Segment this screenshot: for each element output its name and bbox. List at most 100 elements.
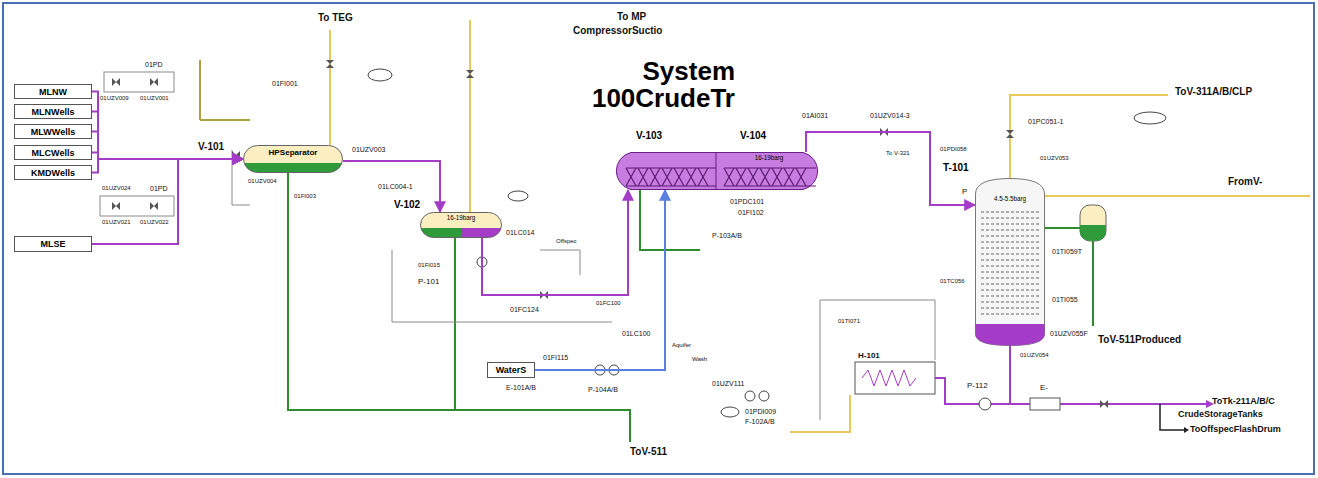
control-line	[104, 72, 174, 92]
vessel-outline	[612, 152, 716, 190]
instrument-tag: 01LC014	[506, 229, 534, 237]
crude-line	[935, 378, 960, 404]
valve-symbol	[150, 202, 158, 210]
stream-destination-label: CrudeStorageTanks	[1178, 410, 1263, 420]
instrument-tag: 01TC056	[940, 278, 965, 285]
pump-symbol	[759, 391, 769, 401]
produced-water-drum	[1080, 205, 1106, 241]
instrument-tag: 01PDI058	[940, 146, 967, 153]
valve-symbol	[1006, 130, 1014, 138]
instrument-tag: Offspec	[556, 238, 577, 245]
stream-destination-label: To MP	[617, 11, 646, 22]
instrument-tag: 01UZV055F	[1050, 330, 1088, 338]
control-line	[820, 300, 935, 360]
instrument-tag: 01UZV009	[100, 95, 129, 102]
valve-symbol	[326, 60, 334, 68]
instrument-tag: 01PD	[150, 185, 168, 193]
vessel-tag: T-101	[943, 162, 969, 173]
source-box: MLCWells	[14, 145, 92, 160]
stream-destination-label: ToV-511Produced	[1098, 334, 1181, 345]
valve-symbol	[1100, 400, 1108, 408]
instrument-tag: 01PDI009	[745, 408, 776, 416]
diagram-title: System 100CrudeTr	[545, 58, 735, 112]
process-connector	[482, 190, 628, 295]
vessel-outline	[975, 178, 1045, 346]
instrument-tag: 01FI015	[418, 262, 440, 269]
instrument-tag: 01PC051-1	[1028, 118, 1063, 126]
exchanger-symbol	[1030, 398, 1060, 410]
instrument-tag: 01FC100	[596, 300, 621, 307]
control-line	[100, 72, 935, 420]
gas-line	[200, 60, 250, 120]
instrument-tag: 01TI071	[838, 318, 860, 325]
instrument-tag: 01UZV014-3	[870, 112, 910, 120]
pump-symbol	[979, 398, 991, 410]
stream-destination-label: V-101	[198, 141, 224, 152]
process-vessel: V-103	[612, 152, 716, 190]
instrument-tag: P-103A/B	[712, 232, 742, 240]
instrument-tag: 01UZV054	[1020, 352, 1049, 359]
instrument-tag: 01UZV022	[140, 219, 169, 226]
gas-line	[329, 30, 331, 145]
gas-line	[200, 20, 1310, 432]
exchanger-symbol	[1030, 398, 1060, 410]
source-box: MLSE	[14, 236, 92, 252]
process-connector	[92, 159, 243, 244]
water-line	[640, 190, 700, 250]
instrument-tag: Wash	[692, 356, 707, 363]
stream-destination-label: FromV-	[1228, 176, 1262, 187]
source-name: KMDWells	[31, 168, 75, 178]
control-line	[392, 250, 612, 322]
instrument-bubble	[368, 69, 392, 81]
control-line	[100, 196, 174, 216]
instrument-bubble	[508, 191, 528, 201]
process-vessel: V-10416-19barg	[716, 152, 822, 190]
instrument-tag: 01FI115	[543, 354, 568, 362]
heater-symbol	[855, 362, 935, 394]
instrument-tag: 01TI055	[1052, 296, 1078, 304]
instrument-tag: E-101A/B	[506, 384, 536, 392]
instrument-tag: E-	[1040, 384, 1048, 393]
source-box: MLNW	[14, 84, 92, 99]
source-name: MLNWells	[32, 107, 75, 117]
instrument-tag: 01FI003	[294, 193, 316, 200]
stream-destination-label: H-101	[858, 352, 880, 361]
instrument-tag: P	[962, 188, 967, 197]
instrument-tag: To V-321	[886, 150, 910, 157]
water-line	[454, 238, 456, 410]
process-connector	[343, 161, 440, 212]
source-name: MLWWells	[31, 127, 75, 137]
gas-line	[1010, 95, 1168, 178]
vessel-tag: V-104	[740, 130, 766, 141]
valve-symbol	[112, 78, 120, 86]
valve-symbol	[232, 151, 240, 159]
water-connector	[535, 190, 665, 370]
valve-symbol	[112, 202, 120, 210]
vessel-text: 16-19barg	[420, 212, 502, 222]
instrument-tag: F-102A/B	[745, 418, 775, 426]
process-connector	[92, 132, 243, 160]
crude-line	[1009, 346, 1011, 404]
valve-symbol	[112, 60, 1108, 408]
valve-symbol	[150, 78, 158, 86]
instrument-tag: 01UZV003	[352, 146, 385, 154]
produced-water-drum	[1080, 205, 1106, 241]
crude-line	[935, 346, 1206, 404]
process-connector	[92, 92, 243, 160]
column-vessel: T-1014.5-5.5barg	[975, 178, 1045, 346]
source-name: MLCWells	[32, 148, 75, 158]
instrument-bubble	[368, 69, 1166, 417]
process-connector	[806, 132, 975, 205]
valve-symbol	[466, 70, 474, 78]
produced-water-drum	[1080, 225, 1106, 241]
instrument-tag: P-112	[967, 382, 988, 391]
instrument-tag: 01LC004-1	[378, 183, 413, 191]
instrument-tag: 01FC124	[510, 306, 539, 314]
stream-destination-label: ToOffspecFlashDrum	[1190, 425, 1281, 435]
heater-symbol	[855, 362, 935, 394]
source-name: WaterS	[496, 365, 527, 375]
instrument-tag: 01UZV024	[102, 185, 131, 192]
pump-symbol	[745, 391, 755, 401]
vessel-tag: V-102	[394, 199, 420, 210]
